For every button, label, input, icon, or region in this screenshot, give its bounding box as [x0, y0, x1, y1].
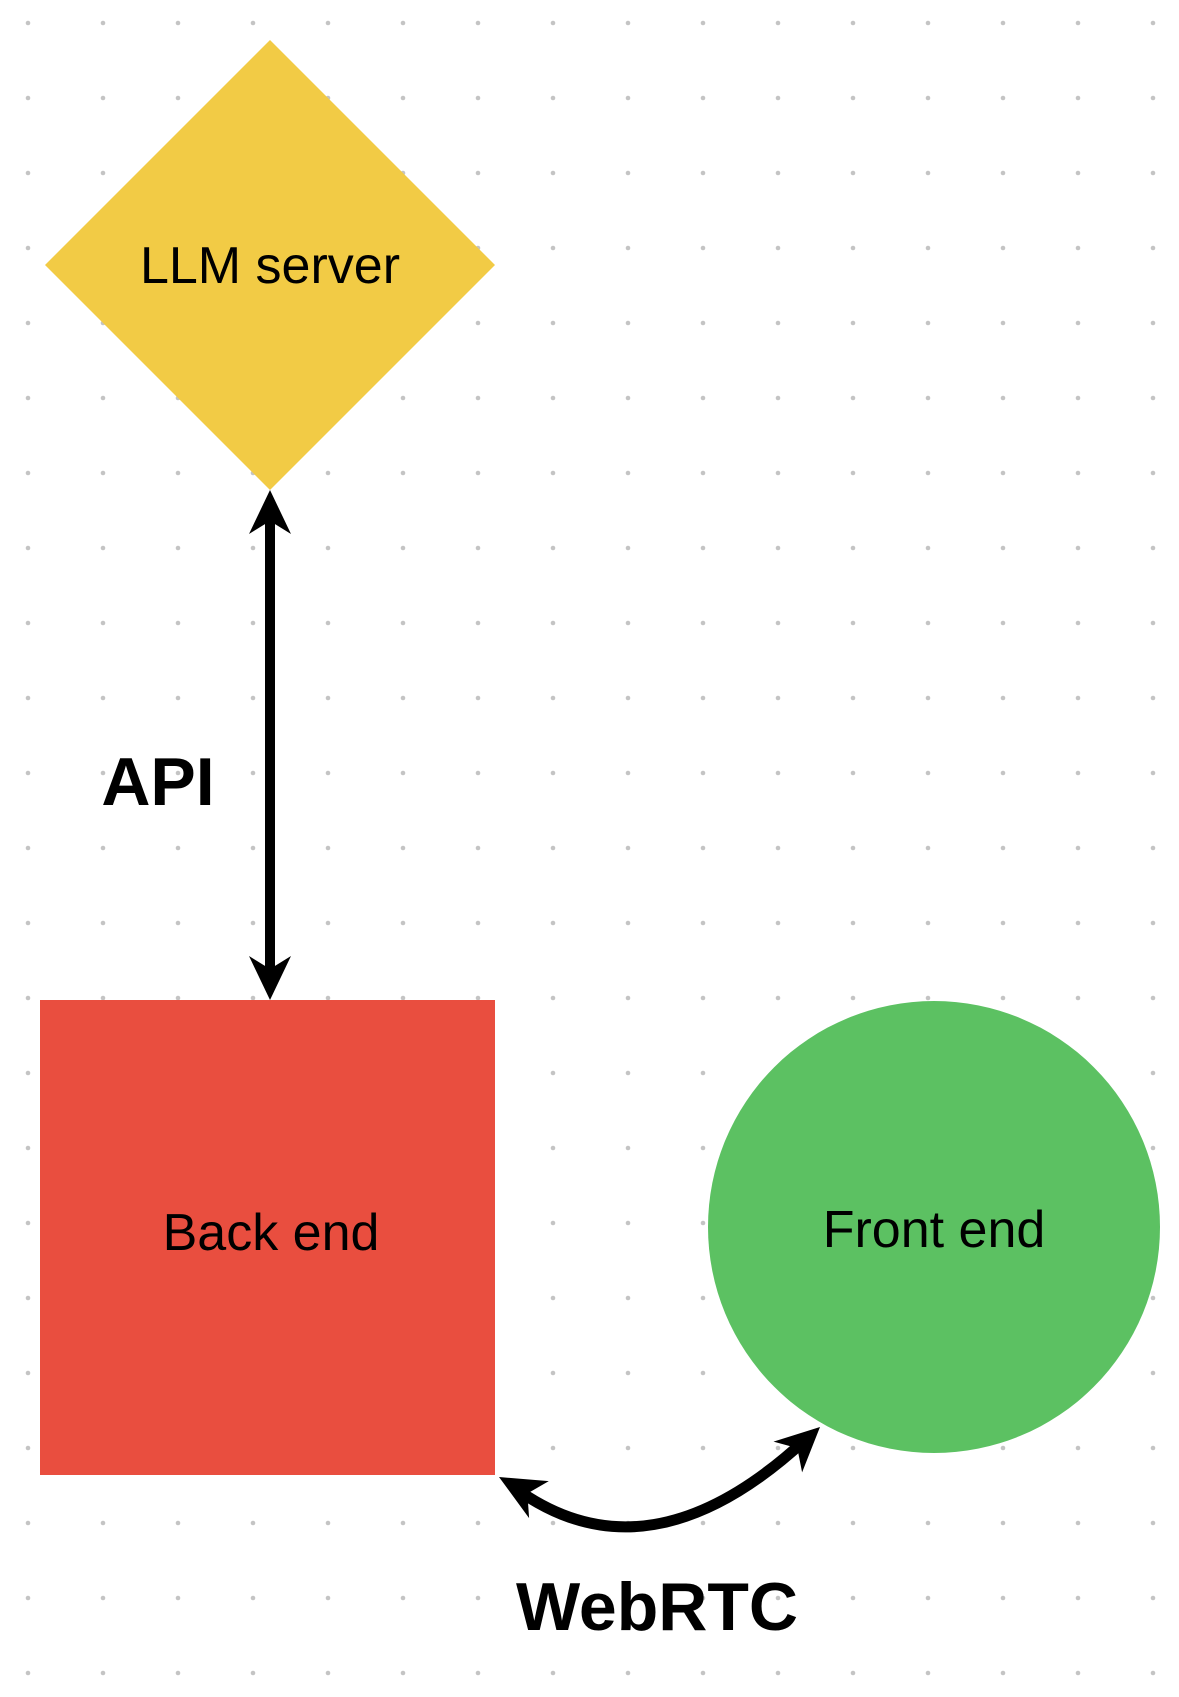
front-end-label: Front end	[823, 1201, 1046, 1259]
api-connector[interactable]	[249, 490, 291, 1000]
front-end-node[interactable]	[708, 1001, 1160, 1453]
arrowhead-down-icon	[249, 956, 291, 1000]
back-end-label: Back end	[163, 1204, 380, 1262]
arrowhead-upleft-icon	[499, 1477, 549, 1519]
llm-server-node[interactable]	[45, 40, 495, 490]
arrowhead-upright-icon	[773, 1427, 820, 1473]
api-label: API	[101, 744, 214, 820]
webrtc-label: WebRTC	[516, 1569, 798, 1645]
webrtc-connector-line[interactable]	[511, 1435, 809, 1533]
webrtc-connector[interactable]	[499, 1427, 820, 1533]
back-end-node[interactable]	[40, 1000, 495, 1475]
llm-server-label: LLM server	[140, 237, 400, 295]
arrowhead-up-icon	[249, 490, 291, 534]
